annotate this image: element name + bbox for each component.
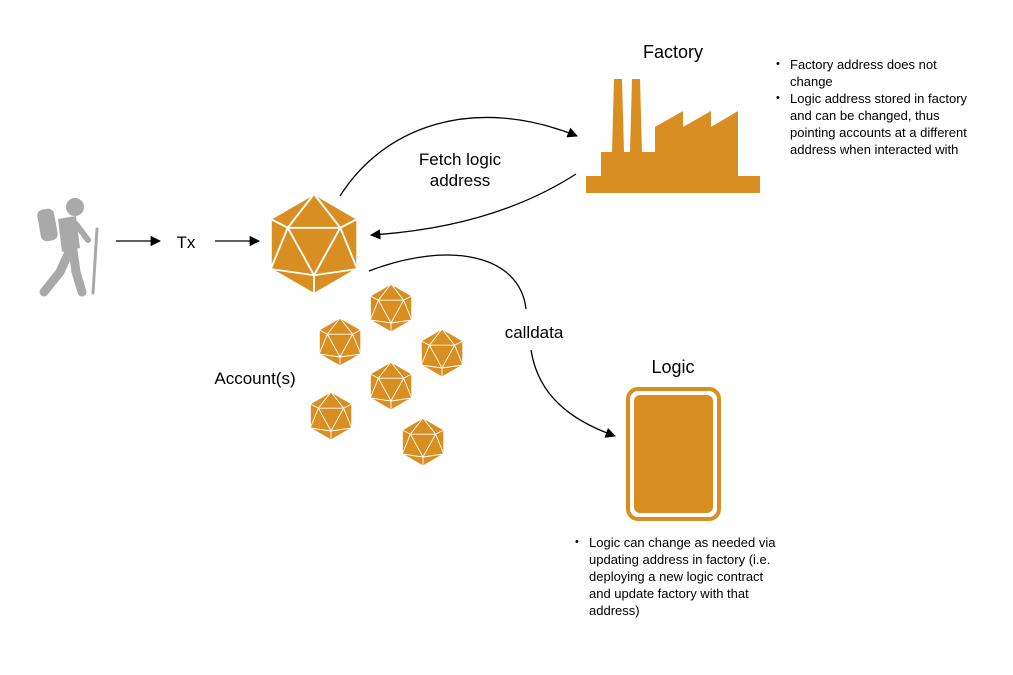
account-icon: [420, 328, 464, 378]
hiker-icon: [37, 198, 99, 297]
account-icon: [401, 417, 445, 467]
factory-note: Logic address stored in factory and can …: [776, 90, 971, 158]
factory-title: Factory: [642, 42, 703, 62]
arrow-account-to-factory: [339, 116, 578, 197]
factory-icon: [586, 79, 760, 193]
logic-title: Logic: [651, 357, 695, 377]
accounts-label: Account(s): [214, 369, 296, 388]
account-cluster: [309, 283, 464, 467]
account-icon: [369, 283, 413, 333]
factory-note: Factory address does not change: [776, 56, 971, 90]
arrow-calldata-to-logic: [530, 349, 616, 438]
fetch-logic-label: Fetch logic address: [418, 150, 502, 190]
account-icon: [269, 193, 359, 295]
factory-notes: Factory address does not change Logic ad…: [776, 56, 971, 158]
account-icon: [318, 317, 362, 367]
account-icon: [309, 391, 353, 441]
account-icon: [369, 361, 413, 411]
contract-card-icon: [626, 387, 721, 521]
logic-notes: Logic can change as needed via updating …: [575, 534, 785, 619]
tx-label: Tx: [176, 233, 196, 252]
arrow-factory-to-account: [369, 173, 577, 240]
logic-note: Logic can change as needed via updating …: [575, 534, 785, 619]
calldata-label: calldata: [504, 323, 564, 342]
arrow-account-to-calldata: [368, 254, 527, 310]
